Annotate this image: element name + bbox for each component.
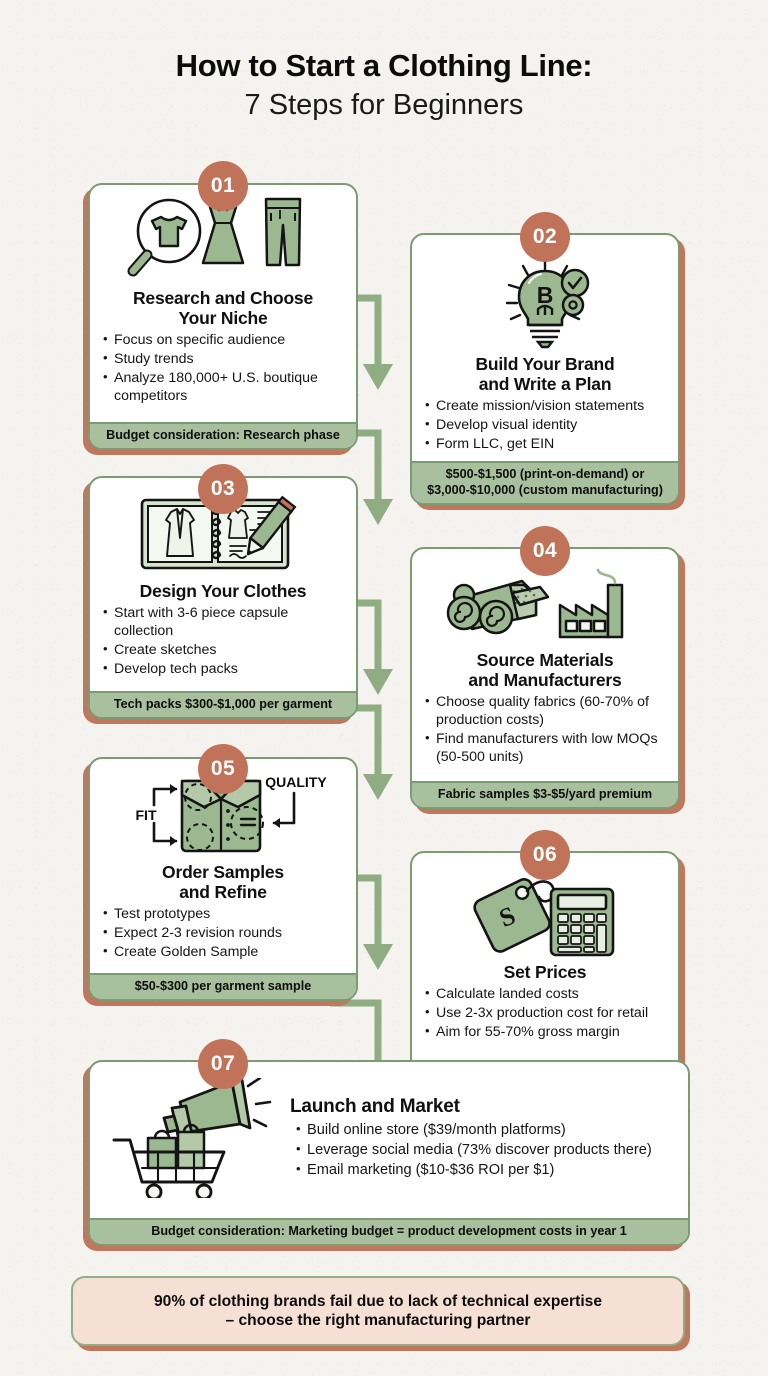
list-item: Expect 2-3 revision rounds xyxy=(103,924,343,943)
step-1-title: Research and Choose Your Niche xyxy=(101,288,345,329)
step-1-bullets: Focus on specific audience Study trends … xyxy=(101,331,345,407)
step-6-number-badge: 06 xyxy=(520,830,570,880)
list-item: Build online store ($39/month platforms) xyxy=(296,1120,672,1140)
page-title-line1: How to Start a Clothing Line: xyxy=(175,48,593,83)
list-item: Email marketing ($10-$36 ROI per $1) xyxy=(296,1160,672,1180)
step-2-title-line1: Build Your Brand xyxy=(475,354,615,374)
step-2-card[interactable]: B Build Your Brand and Write a Plan Crea… xyxy=(410,233,680,505)
step-1-title-line1: Research and Choose xyxy=(132,288,313,308)
step-3-card[interactable]: Design Your Clothes Start with 3-6 piece… xyxy=(88,476,358,719)
step-7-card[interactable]: Launch and Market Build online store ($3… xyxy=(88,1060,690,1246)
step-2-budget-band: $500-$1,500 (print-on-demand) or $3,000-… xyxy=(412,461,678,503)
footer-line1: 90% of clothing brands fail due to lack … xyxy=(154,1292,602,1310)
magnifier-tshirt-dress-jeans-icon xyxy=(127,197,302,277)
step-4-card[interactable]: Source Materials and Manufacturers Choos… xyxy=(410,547,680,809)
step-5-title-line1: Order Samples xyxy=(162,862,284,882)
step-6-bullets: Calculate landed costs Use 2-3x producti… xyxy=(423,985,667,1043)
step-1-budget-band: Budget consideration: Research phase xyxy=(90,421,356,448)
page-title-line2: 7 Steps for Beginners xyxy=(244,88,524,121)
page-header: How to Start a Clothing Line: 7 Steps fo… xyxy=(0,48,768,123)
list-item: Choose quality fabrics (60-70% of produc… xyxy=(425,693,665,730)
step-2-icon-letter: B xyxy=(537,282,554,308)
step-5-title: Order Samples and Refine xyxy=(101,862,345,903)
step-3-budget-band: Tech packs $300-$1,000 per garment xyxy=(90,690,356,717)
step-4-title: Source Materials and Manufacturers xyxy=(423,650,667,691)
step-3-icon-wrap xyxy=(101,488,345,576)
step-5-bullets: Test prototypes Expect 2-3 revision roun… xyxy=(101,905,345,963)
list-item: Study trends xyxy=(103,350,343,369)
list-item: Test prototypes xyxy=(103,905,343,924)
footer-line2: – choose the right manufacturing partner xyxy=(225,1312,531,1329)
step-3-title: Design Your Clothes xyxy=(139,581,307,601)
list-item: Form LLC, get EIN xyxy=(425,435,665,454)
step-4-number-badge: 04 xyxy=(520,526,570,576)
list-item: Aim for 55-70% gross margin xyxy=(425,1023,665,1042)
step-5-title-line2: and Refine xyxy=(179,881,267,902)
step-7-bullets: Build online store ($39/month platforms)… xyxy=(290,1120,674,1180)
list-item: Create sketches xyxy=(103,641,343,660)
step-3-number-badge: 03 xyxy=(198,464,248,514)
list-item: Focus on specific audience xyxy=(103,331,343,350)
step-5-number-badge: 05 xyxy=(198,744,248,794)
step-4-title-line2: and Manufacturers xyxy=(468,669,622,690)
list-item: Calculate landed costs xyxy=(425,985,665,1004)
step-7-icon-wrap xyxy=(104,1074,290,1198)
step-2-budget-line2: $3,000-$10,000 (custom manufacturing) xyxy=(427,482,663,497)
step-4-bullets: Choose quality fabrics (60-70% of produc… xyxy=(423,693,667,768)
fabric-rolls-factory-icon xyxy=(446,568,624,639)
step-2-icon-wrap: B xyxy=(423,245,667,349)
price-tag-calculator-icon: S xyxy=(473,878,615,957)
step-6-title: Set Prices xyxy=(503,962,587,982)
step-7-budget-band: Budget consideration: Marketing budget =… xyxy=(90,1217,688,1244)
step-4-title-line1: Source Materials xyxy=(476,650,614,670)
list-item: Find manufacturers with low MOQs (50-500… xyxy=(425,730,665,767)
step-5-budget-band: $50-$300 per garment sample xyxy=(90,972,356,999)
step-3-bullets: Start with 3-6 piece capsule collection … xyxy=(101,604,345,680)
step-5-icon-label-quality: QUALITY xyxy=(265,774,327,790)
step-7-number-badge: 07 xyxy=(198,1039,248,1089)
list-item: Start with 3-6 piece capsule collection xyxy=(103,604,343,641)
step-2-number-badge: 02 xyxy=(520,212,570,262)
step-1-number-badge: 01 xyxy=(198,161,248,211)
step-5-card[interactable]: FIT QUALITY Order Samples and Refine Tes… xyxy=(88,757,358,1001)
list-item: Create Golden Sample xyxy=(103,943,343,962)
sketchbook-pencil-icon xyxy=(140,495,297,570)
step-1-title-line2: Your Niche xyxy=(178,307,268,328)
list-item: Develop visual identity xyxy=(425,416,665,435)
list-item: Analyze 180,000+ U.S. boutique competito… xyxy=(103,369,343,406)
step-7-text-block: Launch and Market Build online store ($3… xyxy=(290,1074,674,1181)
step-2-title-line2: and Write a Plan xyxy=(478,373,612,394)
step-5-icon-label-fit: FIT xyxy=(135,807,156,823)
step-4-budget-band: Fabric samples $3-$5/yard premium xyxy=(412,780,678,807)
list-item: Create mission/vision statements xyxy=(425,397,665,416)
step-4-icon-wrap xyxy=(423,559,667,645)
step-2-title: Build Your Brand and Write a Plan xyxy=(423,354,667,395)
step-1-card[interactable]: Research and Choose Your Niche Focus on … xyxy=(88,183,358,450)
list-item: Leverage social media (73% discover prod… xyxy=(296,1140,672,1160)
step-6-icon-wrap: S xyxy=(423,863,667,957)
step-2-budget-line1: $500-$1,500 (print-on-demand) or xyxy=(445,467,645,482)
shopping-cart-megaphone-icon xyxy=(112,1078,272,1198)
footer-banner: 90% of clothing brands fail due to lack … xyxy=(71,1276,685,1346)
step-7-title: Launch and Market xyxy=(290,1096,460,1117)
step-2-bullets: Create mission/vision statements Develop… xyxy=(423,397,667,455)
list-item: Develop tech packs xyxy=(103,660,343,679)
lightbulb-brand-icon: B xyxy=(505,257,590,349)
list-item: Use 2-3x production cost for retail xyxy=(425,1004,665,1023)
step-6-card[interactable]: S xyxy=(410,851,680,1093)
step-1-icon-wrap xyxy=(101,195,345,283)
